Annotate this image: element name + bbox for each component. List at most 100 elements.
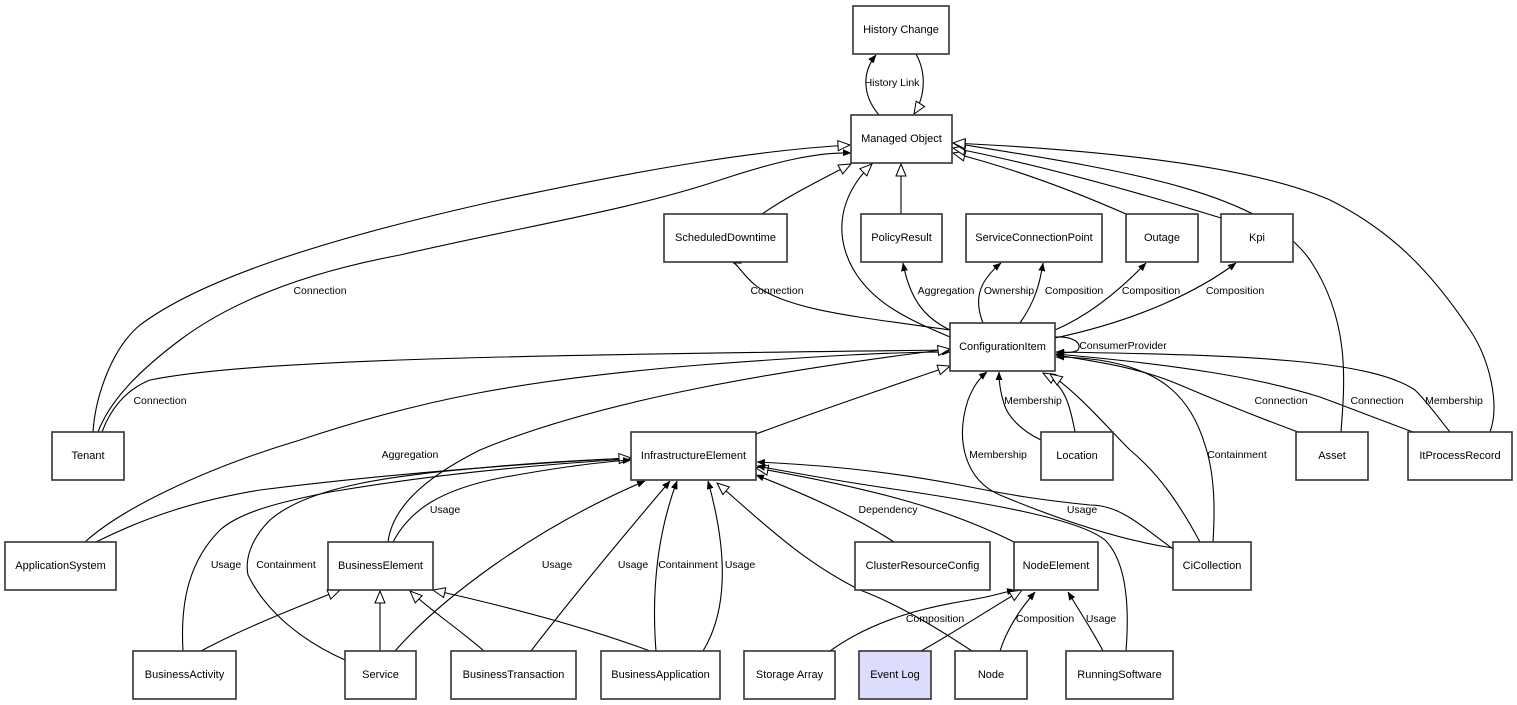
edge-it-process-record-to-managed-object (953, 143, 1495, 433)
node-application-system[interactable]: ApplicationSystem (4, 541, 117, 591)
node-scheduled-downtime[interactable]: ScheduledDowntime (663, 213, 788, 263)
node-box[interactable] (132, 650, 237, 700)
node-box[interactable] (1220, 213, 1294, 263)
edge-business-application-to-business-element (433, 590, 651, 652)
node-box[interactable] (1172, 541, 1252, 591)
node-label: ServiceConnectionPoint (975, 232, 1092, 244)
node-business-activity[interactable]: BusinessActivity (132, 650, 237, 700)
node-it-process-record[interactable]: ItProcessRecord (1407, 431, 1513, 481)
node-box[interactable] (327, 541, 434, 591)
node-box[interactable] (1040, 431, 1114, 481)
node-label: BusinessApplication (611, 669, 709, 681)
edge-location-to-configuration-item (999, 372, 1042, 441)
node-asset[interactable]: Asset (1295, 431, 1369, 481)
node-label: Location (1056, 450, 1098, 462)
node-policy-result[interactable]: PolicyResult (860, 213, 943, 263)
node-node-element[interactable]: NodeElement (1013, 541, 1099, 591)
node-box[interactable] (1295, 431, 1369, 481)
node-box[interactable] (1407, 431, 1513, 481)
node-history-change[interactable]: History Change (852, 5, 950, 55)
node-ci-collection[interactable]: CiCollection (1172, 541, 1252, 591)
node-box[interactable] (450, 650, 577, 700)
node-box[interactable] (4, 541, 117, 591)
edge-label: Composition (1016, 613, 1075, 625)
node-kpi[interactable]: Kpi (1220, 213, 1294, 263)
edge-business-transaction-to-infrastructure-element (530, 481, 671, 652)
node-box[interactable] (344, 650, 417, 700)
edge-label: Membership (1425, 395, 1483, 407)
node-box[interactable] (949, 322, 1056, 372)
edge-event-log-to-node-element (920, 590, 1022, 652)
edge-label: Usage (542, 559, 573, 571)
edge-configuration-item-to-configuration-item (1054, 336, 1080, 353)
node-box[interactable] (600, 650, 721, 700)
node-label: History Change (863, 24, 939, 36)
edge-it-process-record-to-configuration-item (1056, 352, 1451, 433)
edge-label: Ownership (984, 285, 1034, 297)
node-cluster-resource-config[interactable]: ClusterResourceConfig (854, 541, 991, 591)
edge-application-system-to-configuration-item (84, 352, 950, 543)
edge-business-element-to-infrastructure-element (392, 460, 631, 543)
node-node[interactable]: Node (954, 650, 1028, 700)
node-label: ScheduledDowntime (675, 232, 776, 244)
edge-business-transaction-to-business-element (410, 591, 485, 652)
edge-business-application-to-infrastructure-element (653, 481, 678, 652)
node-box[interactable] (858, 650, 932, 700)
node-box[interactable] (1013, 541, 1099, 591)
edge-label: Usage (725, 559, 756, 571)
node-configuration-item[interactable]: ConfigurationItem (949, 322, 1056, 372)
node-business-transaction[interactable]: BusinessTransaction (450, 650, 577, 700)
edge-business-activity-to-business-element (200, 590, 340, 652)
node-outage[interactable]: Outage (1125, 213, 1199, 263)
edge-ci-collection-to-configuration-item (962, 371, 1174, 549)
node-label: Storage Array (756, 669, 824, 681)
node-box[interactable] (1125, 213, 1199, 263)
node-label: PolicyResult (871, 232, 932, 244)
edge-business-application-to-infrastructure-element (702, 481, 723, 652)
node-service[interactable]: Service (344, 650, 417, 700)
node-label: ApplicationSystem (15, 560, 106, 572)
edge-label: Connection (1350, 395, 1403, 407)
edge-label: Usage (618, 559, 649, 571)
edge-label: History Link (865, 77, 921, 89)
edge-scheduled-downtime-to-managed-object (761, 164, 851, 215)
node-storage-array[interactable]: Storage Array (743, 650, 836, 700)
node-label: Service (362, 669, 399, 681)
edge-configuration-item-to-service-connection-point (978, 262, 1001, 324)
node-box[interactable] (663, 213, 788, 263)
edge-label: Dependency (859, 504, 919, 516)
node-box[interactable] (51, 431, 125, 481)
node-box[interactable] (852, 5, 950, 55)
node-infrastructure-element[interactable]: InfrastructureElement (630, 431, 757, 481)
node-tenant[interactable]: Tenant (51, 431, 125, 481)
node-label: Event Log (870, 669, 920, 681)
edge-history-change-to-managed-object (914, 53, 923, 114)
node-business-element[interactable]: BusinessElement (327, 541, 434, 591)
node-label: InfrastructureElement (641, 450, 746, 462)
node-managed-object[interactable]: Managed Object (850, 114, 953, 164)
edge-node-to-node-element (999, 592, 1036, 652)
edge-label: Connection (1254, 395, 1307, 407)
edge-outage-to-managed-object (953, 153, 1127, 215)
edges-layer (84, 53, 1495, 661)
edge-running-software-to-infrastructure-element (757, 466, 1128, 652)
node-box[interactable] (860, 213, 943, 263)
node-box[interactable] (850, 114, 953, 164)
edge-label: Containment (256, 559, 316, 571)
node-location[interactable]: Location (1040, 431, 1114, 481)
node-box[interactable] (1065, 650, 1174, 700)
node-box[interactable] (954, 650, 1028, 700)
edge-tenant-to-managed-object (97, 153, 851, 433)
edge-service-to-infrastructure-element (394, 480, 645, 652)
edge-tenant-to-configuration-item (101, 350, 950, 433)
node-service-connection-point[interactable]: ServiceConnectionPoint (965, 213, 1103, 263)
node-event-log[interactable]: Event Log (858, 650, 932, 700)
node-label: Outage (1144, 232, 1180, 244)
node-box[interactable] (743, 650, 836, 700)
node-business-application[interactable]: BusinessApplication (600, 650, 721, 700)
node-box[interactable] (965, 213, 1103, 263)
node-box[interactable] (854, 541, 991, 591)
node-box[interactable] (630, 431, 757, 481)
node-running-software[interactable]: RunningSoftware (1065, 650, 1174, 700)
